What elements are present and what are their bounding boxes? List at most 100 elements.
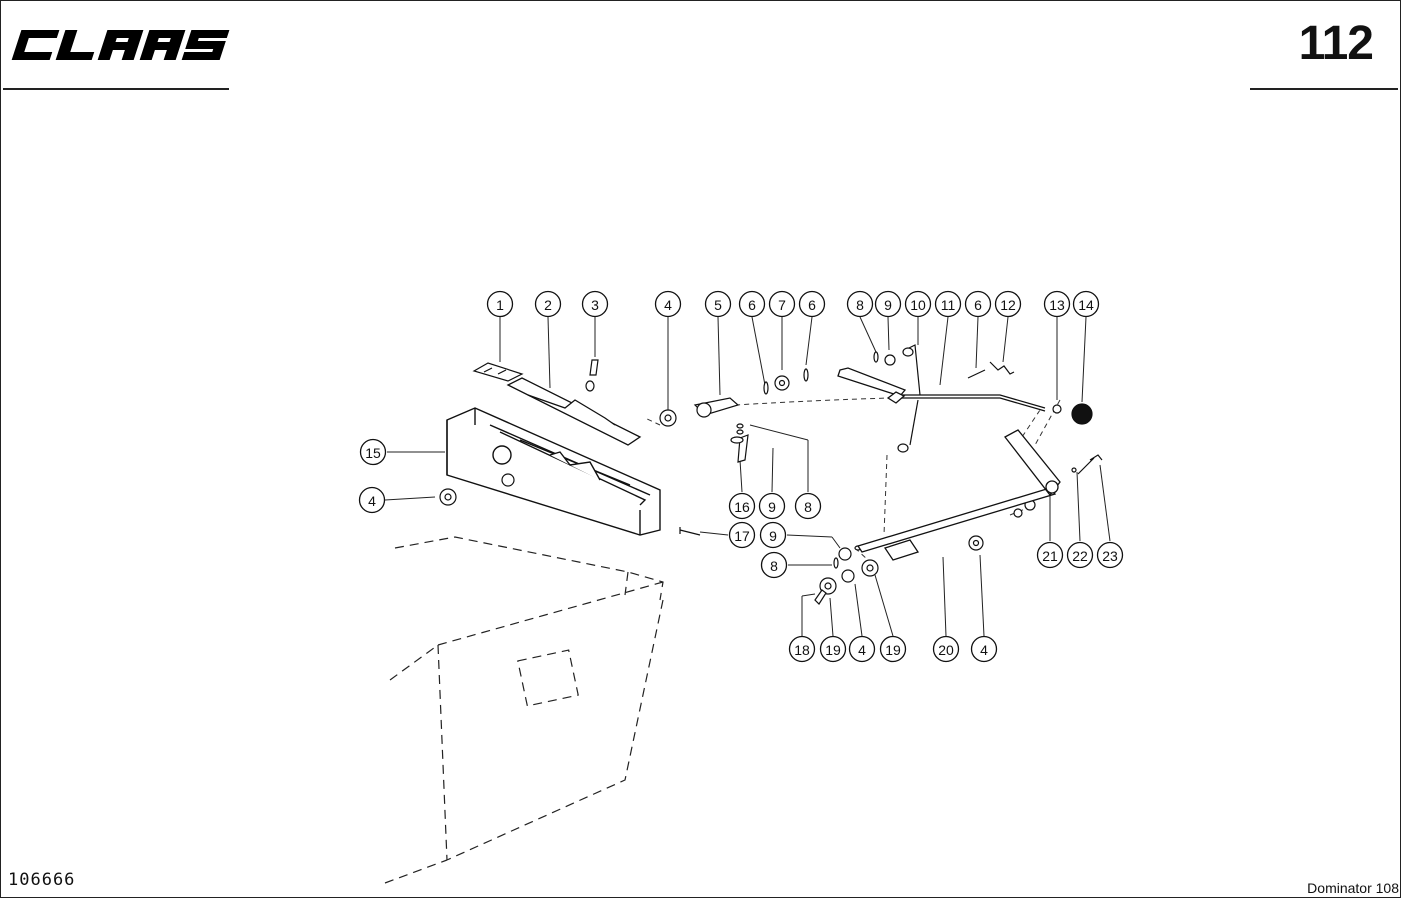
callout-number: 8 [856,297,864,313]
callout-number: 6 [808,297,816,313]
part-callout-20: 20 [932,635,960,663]
callout-circle [964,290,992,318]
callout-number: 19 [825,642,841,658]
assembly-dash-lines [644,397,1061,561]
callout-number: 22 [1072,548,1088,564]
callout-number: 17 [734,528,750,544]
part-callout-14: 14 [1072,290,1100,318]
model-label: Dominator 108 [1307,880,1399,896]
callout-circle [760,551,788,579]
callout-number: 4 [980,642,988,658]
callout-number: 9 [768,499,776,515]
callout-circle [970,635,998,663]
callout-number: 4 [858,642,866,658]
callout-number: 7 [778,297,786,313]
part-callout-5: 5 [704,290,732,318]
callout-circle [768,290,796,318]
part-callout-21: 21 [1036,541,1064,569]
callout-circle [788,635,816,663]
callout-circle [759,521,787,549]
callout-number: 16 [734,499,750,515]
lever-arm-21 [1004,429,1061,497]
part-callout-4: 4 [654,290,682,318]
callout-number: 4 [664,297,672,313]
header-rule-left [3,88,229,90]
part-callout-4: 4 [848,635,876,663]
callout-number: 5 [714,297,722,313]
lever-rod-assembly [837,367,1046,412]
callout-circle [848,635,876,663]
callout-circle [1066,541,1094,569]
callout-circle [359,438,387,466]
callout-number: 6 [748,297,756,313]
part-callout-7: 7 [768,290,796,318]
callout-number: 20 [938,642,954,658]
callout-circle [819,635,847,663]
callout-circle [1072,290,1100,318]
callout-circle [728,492,756,520]
console-housing [446,407,661,536]
callout-number: 19 [885,642,901,658]
part-callout-13: 13 [1043,290,1071,318]
callout-number: 23 [1102,548,1118,564]
callout-circle [758,492,786,520]
part-callout-9: 9 [874,290,902,318]
leader-lines [384,316,1111,637]
part-callout-23: 23 [1096,541,1124,569]
callout-circle [1096,541,1124,569]
callout-circle [846,290,874,318]
part-callout-22: 22 [1066,541,1094,569]
part-callout-4: 4 [970,635,998,663]
callout-number: 9 [884,297,892,313]
callout-circle [932,635,960,663]
callout-circle [994,290,1022,318]
callout-circle [654,290,682,318]
part-callout-11: 11 [934,290,962,318]
callout-circle [738,290,766,318]
callout-number: 8 [804,499,812,515]
part-callout-9: 9 [759,521,787,549]
callout-circle [534,290,562,318]
part-callout-16: 16 [728,492,756,520]
callout-number: 3 [591,297,599,313]
callout-circle [934,290,962,318]
callout-circle [1036,541,1064,569]
callout-number: 6 [974,297,982,313]
callout-number: 10 [910,297,926,313]
callout-circle [358,486,386,514]
part-callout-6: 6 [798,290,826,318]
callout-number: 12 [1000,297,1016,313]
callout-circle [728,521,756,549]
callout-number: 18 [794,642,810,658]
cover-plate [506,377,642,446]
part-callout-10: 10 [904,290,932,318]
callout-number: 15 [365,445,381,461]
callout-circle [704,290,732,318]
drawing-number: 106666 [8,870,76,890]
callout-circle [1043,290,1071,318]
callout-number: 13 [1049,297,1065,313]
callout-circle [798,290,826,318]
part-callout-8: 8 [794,492,822,520]
fasteners [439,344,1103,605]
callout-circle [794,492,822,520]
callout-number: 21 [1042,548,1058,564]
part-callout-19: 19 [819,635,847,663]
claas-logo [11,30,230,60]
part-callout-17: 17 [728,521,756,549]
part-callout-19: 19 [879,635,907,663]
part-callout-9: 9 [758,492,786,520]
callout-number: 2 [544,297,552,313]
shaft-20 [856,487,1057,561]
callout-circle [879,635,907,663]
part-callout-1: 1 [486,290,514,318]
part-callout-15: 15 [359,438,387,466]
callout-number: 9 [769,528,777,544]
callout-number: 14 [1078,297,1094,313]
part-callout-8: 8 [760,551,788,579]
part-callout-18: 18 [788,635,816,663]
callout-circle [486,290,514,318]
